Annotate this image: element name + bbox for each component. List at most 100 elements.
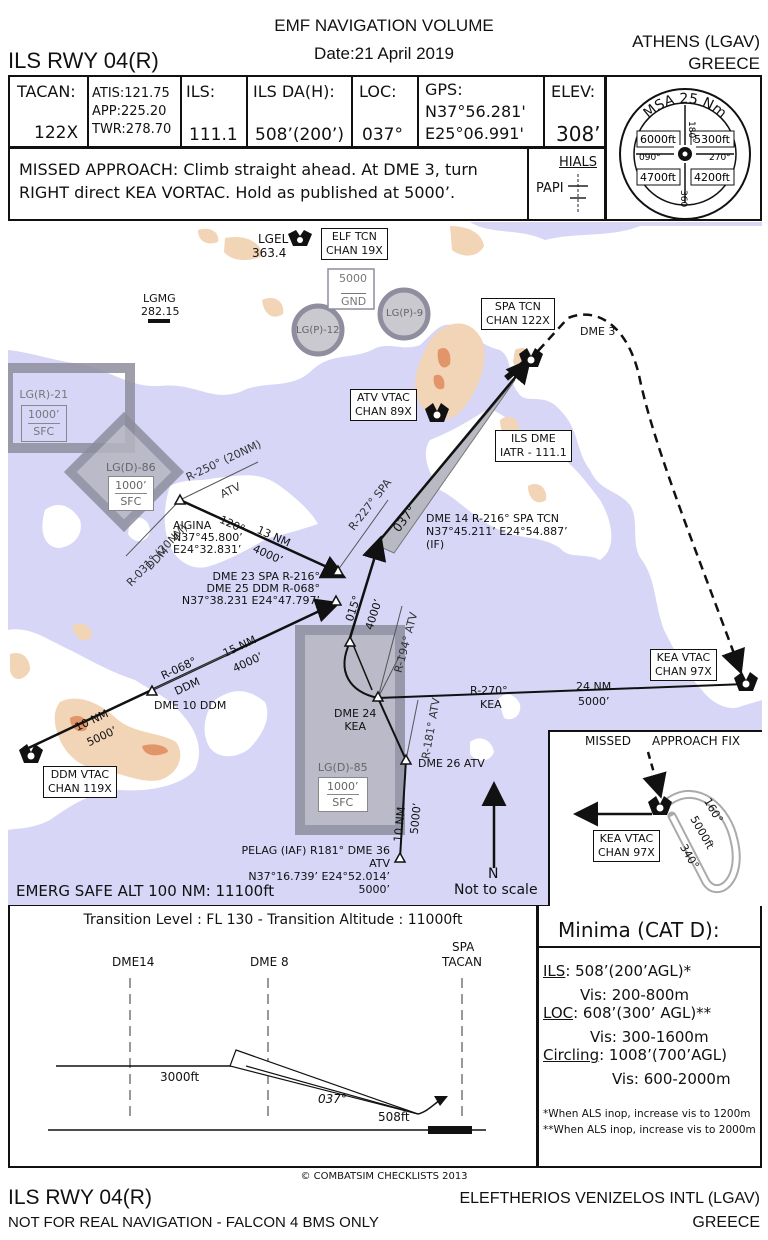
minima-loc-vis: Vis: 300-1600m [590, 1028, 709, 1046]
minima-loc: LOC: 608’(300’ AGL)** [543, 1004, 712, 1022]
leg24-alt: 5000’ [578, 695, 610, 708]
inset-kea-icon [648, 796, 672, 815]
msa-bearing-e: 270° [709, 153, 731, 163]
elev-label: ELEV: [551, 82, 596, 101]
transition-level: Transition Level : FL 130 - Transition A… [83, 912, 463, 928]
profile-dme14: DME14 [112, 955, 155, 969]
profile-508: 508ft [378, 1110, 410, 1124]
gps-label: GPS: [425, 80, 463, 99]
da-label: ILS DA(H): [253, 82, 335, 101]
elev-value: 308’ [556, 122, 601, 146]
r270-label: R-270° [470, 684, 508, 697]
radial-lines [125, 461, 419, 761]
loc-label: LOC: [359, 82, 397, 101]
profile-spa: SPA [452, 940, 475, 954]
msa-se: 4200ft [694, 171, 731, 184]
loc-value: 037° [362, 125, 403, 145]
holding-pattern [573, 751, 741, 893]
lgd85-label: LG(D)-85 1000’SFC [316, 760, 370, 814]
footer-disclaimer: NOT FOR REAL NAVIGATION - FALCON 4 BMS O… [8, 1214, 379, 1231]
lgel-label: LGEL [258, 232, 289, 246]
info-bar [8, 75, 606, 148]
atv-vtac-icon [425, 403, 449, 422]
lgel-freq: 363.4 [252, 246, 287, 260]
msa-bearing-s: 360 [678, 190, 688, 207]
area-lgp12 [291, 303, 345, 357]
atis-freq: ATIS:121.75 [92, 86, 170, 101]
profile-box [8, 906, 538, 1168]
city-name: ATHENS (LGAV) [632, 32, 760, 51]
tacan-value: 122X [34, 123, 79, 143]
kea1-label: KEA [480, 698, 502, 711]
profile-course: 037° [318, 1092, 347, 1106]
minima-ils-vis: Vis: 200-800m [580, 986, 690, 1004]
msa-bearing-w: 090° [639, 153, 661, 163]
dme10ddm-label: DME 10 DDM [154, 699, 227, 712]
area-lgp9 [377, 287, 431, 341]
ils-value: 111.1 [189, 125, 238, 145]
minima-note2: **When ALS inop, increase vis to 2000m [543, 1124, 756, 1136]
lgd86-label: LG(D)-86 1000’SFC [106, 460, 156, 512]
elf-tcn-icon [288, 230, 312, 246]
emerg-safe-alt: EMERG SAFE ALT 100 NM: 11100ft [16, 882, 275, 900]
north-label: N [488, 866, 499, 882]
profile-tacan: TACAN [442, 955, 482, 969]
missed-line-1: MISSED APPROACH: Climb straight ahead. A… [19, 160, 478, 179]
tacan-label: TACAN: [17, 82, 76, 101]
footer-airport: ELEFTHERIOS VENIZELOS INTL (LGAV) [459, 1190, 760, 1207]
footer-approach: ILS RWY 04(R) [8, 1186, 152, 1209]
twr-freq: TWR:278.70 [92, 122, 172, 137]
papi-label: PAPI [536, 181, 564, 196]
minima-note1: *When ALS inop, increase vis to 1200m [543, 1108, 751, 1120]
restr-gnd: GND [341, 293, 367, 308]
lgp12-label: LG(P)-12 [296, 325, 340, 336]
app-freq: APP:225.20 [92, 104, 167, 119]
hials-label: HIALS [559, 155, 597, 170]
restr-5000: 5000 [339, 272, 367, 285]
minima-circ: Circling: 1008’(700’AGL) [543, 1046, 727, 1064]
minima-title: Minima (CAT D): [558, 918, 720, 942]
inset-fix: APPROACH FIX [652, 734, 741, 748]
minima-ils: ILS: 508’(200’AGL)* [543, 962, 692, 980]
lgmg-freq: 282.15 [141, 305, 180, 318]
approach-title: ILS RWY 04(R) [8, 48, 159, 73]
leg24nm-label: 24 NM [576, 680, 612, 693]
ddm-vtac-icon [19, 744, 43, 763]
kea-vtac-icon [734, 672, 758, 691]
da-value: 508’(200’) [255, 125, 344, 145]
papi-lights-icon [568, 174, 588, 214]
dme3-label: DME 3 [580, 325, 616, 338]
profile-dme8: DME 8 [250, 955, 289, 969]
footer-country: GREECE [692, 1214, 760, 1231]
lgp9-label: LG(P)-9 [386, 308, 424, 319]
copyright: © COMBATSIM CHECKLISTS 2013 [300, 1171, 468, 1182]
gps-lon: E25°06.991' [425, 124, 524, 143]
not-to-scale: Not to scale [454, 882, 538, 898]
msa-nw: 6000ft [640, 133, 677, 146]
volume-title: EMF NAVIGATION VOLUME [274, 16, 494, 35]
profile-diagram [48, 978, 486, 1134]
gps-lat: N37°56.281' [425, 102, 526, 121]
profile-3000: 3000ft [160, 1070, 200, 1084]
msa-diagram: MSA 25 Nm 6000ft 5300ft 4700ft 4200ft 18… [619, 88, 751, 220]
minima-circ-vis: Vis: 600-2000m [612, 1070, 731, 1088]
lgr21-label: LG(R)-21 1000’SFC [17, 387, 71, 444]
missed-line-2: RIGHT direct KEA VORTAC. Hold as publish… [19, 183, 456, 202]
country-name: GREECE [688, 54, 760, 73]
area-5000-gnd [327, 268, 375, 310]
ndb-lgmg-icon [148, 319, 170, 323]
chart-date: Date:21 April 2019 [314, 44, 454, 63]
lgmg-label: LGMG [143, 292, 176, 305]
minima-box [537, 906, 762, 1168]
missed-approach-path [527, 313, 745, 675]
